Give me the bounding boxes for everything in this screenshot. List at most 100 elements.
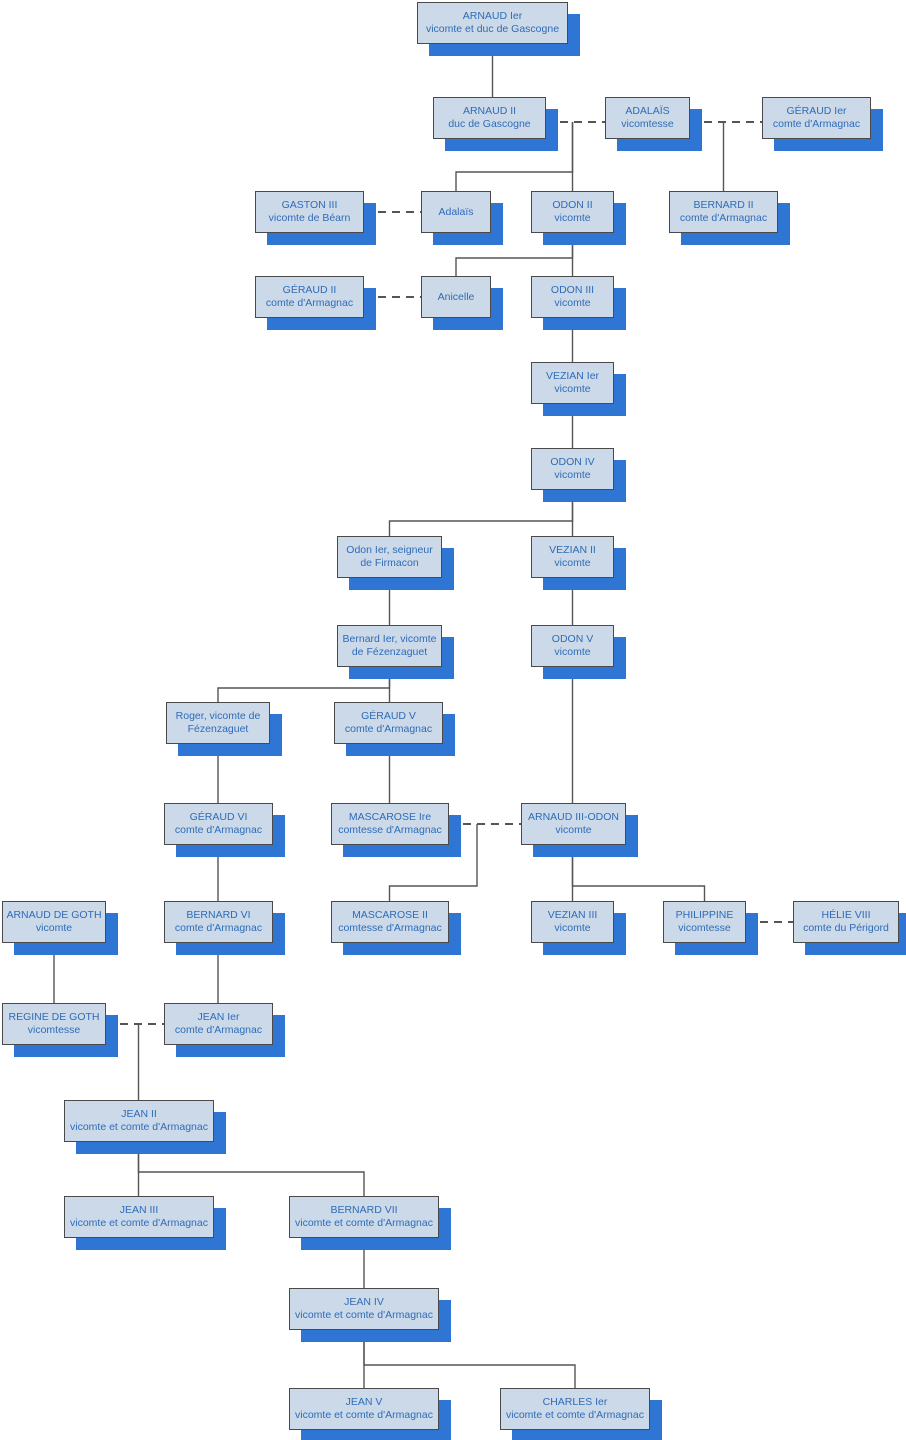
person-name: JEAN Ier (197, 1011, 240, 1023)
person-name: VEZIAN III (547, 909, 598, 921)
person-title: de Fézenzaguet (351, 646, 428, 658)
person-title: duc de Gascogne (448, 118, 531, 130)
person-title: vicomte (554, 646, 591, 658)
person-title: vicomte (35, 922, 73, 934)
person-name: CHARLES Ier (542, 1396, 608, 1408)
person-title: comte d'Armagnac (265, 297, 354, 309)
person-title: vicomte et comte d'Armagnac (506, 1409, 644, 1421)
person-title: vicomte (554, 297, 591, 309)
person-name: JEAN IV (344, 1296, 384, 1308)
person-name: ARNAUD Ier (462, 10, 523, 22)
person-name: ODON V (551, 633, 594, 645)
person-name: Anicelle (437, 290, 475, 303)
person-name: GÉRAUD Ier (786, 105, 847, 117)
person-title: comte d'Armagnac (174, 824, 263, 836)
person-name: Bernard Ier, vicomte (342, 633, 437, 645)
person-name: GASTON III (281, 199, 338, 211)
person-name: Odon Ier, seigneur (346, 544, 433, 556)
person-name: ARNAUD II (462, 105, 517, 117)
person-title: comte d'Armagnac (174, 1024, 263, 1036)
person-title: comtesse d'Armagnac (338, 922, 442, 934)
person-title: vicomte (554, 212, 591, 224)
person-name: ARNAUD III-ODON (527, 811, 619, 823)
person-title: vicomte et comte d'Armagnac (295, 1217, 433, 1229)
person-name: BERNARD VII (330, 1204, 398, 1216)
person-name: ODON III (550, 284, 595, 296)
person-title: vicomte (554, 557, 591, 569)
person-name: VEZIAN Ier (545, 370, 600, 382)
person-name: PHILIPPINE (675, 909, 734, 921)
person-title: vicomte (555, 824, 592, 836)
person-title: Fézenzaguet (187, 723, 249, 735)
person-title: vicomte (554, 922, 591, 934)
person-title: vicomte et comte d'Armagnac (70, 1217, 208, 1229)
person-title: comte d'Armagnac (679, 212, 768, 224)
person-title: comte d'Armagnac (174, 922, 263, 934)
person-title: vicomtesse (621, 118, 674, 130)
person-name: BERNARD II (693, 199, 754, 211)
person-name: Adalaïs (438, 205, 474, 218)
person-title: de Firmacon (360, 557, 419, 569)
person-name: MASCAROSE Ire (348, 811, 432, 823)
person-node-adalais_s[interactable]: Adalaïs (421, 191, 491, 233)
person-title: vicomte (554, 383, 591, 395)
person-title: vicomte et comte d'Armagnac (70, 1121, 208, 1133)
person-title: vicomtesse (678, 922, 731, 934)
person-title: vicomte et duc de Gascogne (425, 23, 560, 35)
person-name: BERNARD VI (186, 909, 251, 921)
person-title: comte d'Armagnac (344, 723, 433, 735)
person-title: comte du Périgord (803, 922, 889, 934)
person-title: vicomte (554, 469, 591, 481)
person-title: comte d'Armagnac (772, 118, 861, 130)
person-name: JEAN III (119, 1204, 159, 1216)
person-name: GÉRAUD VI (189, 811, 248, 823)
person-name: HÉLIE VIII (821, 909, 871, 921)
person-name: REGINE DE GOTH (8, 1011, 100, 1023)
person-name: Roger, vicomte de (175, 710, 261, 722)
person-node-anicelle[interactable]: Anicelle (421, 276, 491, 318)
person-name: GÉRAUD II (282, 284, 337, 296)
person-name: ODON IV (550, 456, 595, 468)
person-title: vicomtesse (27, 1024, 81, 1036)
person-name: ADALAÏS (625, 105, 670, 117)
person-name: JEAN II (121, 1108, 157, 1120)
person-title: vicomte et comte d'Armagnac (295, 1409, 433, 1421)
person-name: MASCAROSE II (352, 909, 428, 921)
person-name: JEAN V (345, 1396, 383, 1408)
